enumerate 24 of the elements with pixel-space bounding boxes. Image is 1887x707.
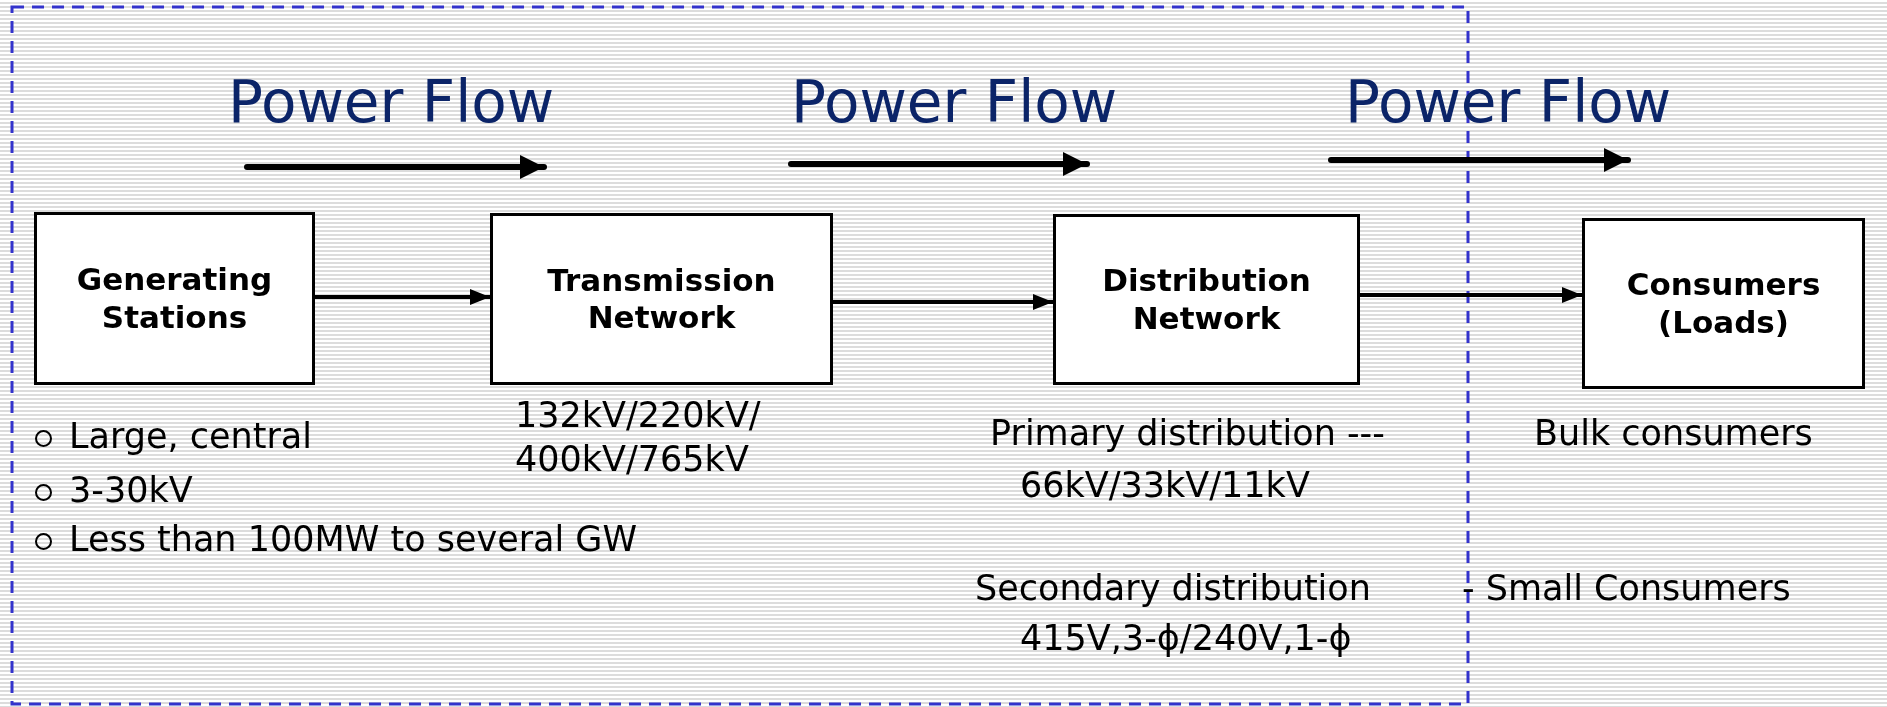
annotation-text: - Small Consumers: [1462, 567, 1791, 609]
process-box: [490, 213, 833, 385]
bullet-text: 3-30kV: [69, 469, 193, 511]
annotation-text: 415V,3-ϕ/240V,1-ϕ: [1020, 617, 1352, 659]
process-box: [1582, 218, 1865, 389]
box-label: Generating Stations: [75, 261, 274, 336]
flow-label: Power Flow: [1345, 68, 1672, 136]
arrow: [1360, 287, 1582, 303]
arrow: [833, 294, 1053, 310]
annotation-text: Primary distribution ---: [990, 412, 1385, 454]
annotation-text: Bulk consumers: [1534, 412, 1813, 454]
process-box: [1053, 214, 1360, 385]
box-label: Consumers (Loads): [1625, 266, 1822, 341]
annotation-text: 132kV/220kV/ 400kV/765kV: [515, 394, 762, 481]
flow-label: Power Flow: [791, 68, 1118, 136]
bullet-text: Large, central: [69, 415, 312, 457]
bullet-text: Less than 100MW to several GW: [69, 518, 638, 560]
annotation-text: 66kV/33kV/11kV: [1020, 464, 1310, 506]
annotation-text: Secondary distribution: [975, 567, 1371, 609]
box-label: Transmission Network: [546, 261, 777, 337]
process-box: [34, 212, 315, 385]
flow-label: Power Flow: [228, 68, 555, 136]
arrow: [315, 289, 490, 305]
box-label: Distribution Network: [1101, 262, 1312, 337]
